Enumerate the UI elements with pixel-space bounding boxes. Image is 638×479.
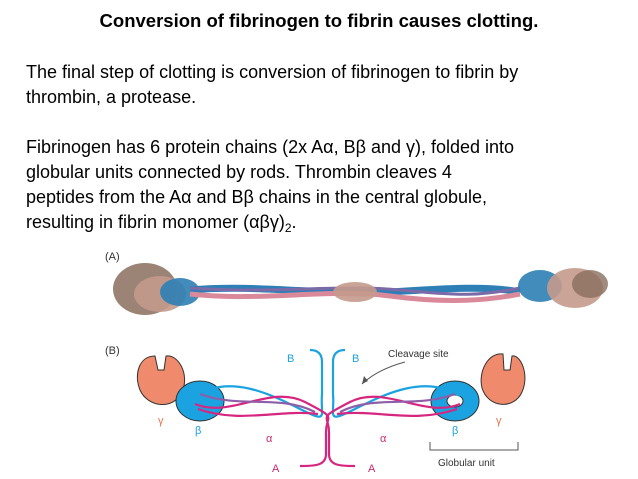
cleavage-arrowhead: [362, 376, 368, 384]
fibrinogen-diagram: (A) (B): [105, 251, 608, 475]
chain-lines: [194, 348, 461, 468]
intro-line-2: thrombin, a protease.: [26, 87, 197, 107]
panel-a-label: (A): [105, 251, 120, 263]
intro-line-1: The final step of clotting is conversion…: [26, 62, 519, 82]
label-alpha-left: α: [266, 433, 273, 445]
detail-paragraph: Fibrinogen has 6 protein chains (2x Aα, …: [26, 135, 616, 241]
detail-line-3: peptides from the Aα and Bβ chains in th…: [26, 187, 488, 207]
panel-b-label: (B): [105, 345, 120, 357]
label-beta-right: β: [452, 425, 458, 437]
intro-paragraph: The final step of clotting is conversion…: [26, 60, 616, 110]
gamma-globule-right: [480, 353, 526, 405]
label-a-left: A: [272, 463, 280, 475]
label-gamma-right: γ: [496, 415, 502, 427]
label-a-right: A: [368, 463, 376, 475]
label-alpha-right: α: [380, 433, 387, 445]
slide-title: Conversion of fibrinogen to fibrin cause…: [99, 10, 539, 31]
detail-line-1: Fibrinogen has 6 protein chains (2x Aα, …: [26, 137, 515, 157]
detail-line-4-end: .: [291, 212, 297, 232]
detail-line-4: resulting in fibrin monomer (αβγ)2.: [26, 210, 616, 241]
crystal-structure-image: [113, 263, 608, 315]
label-b-left: B: [287, 353, 294, 365]
globular-unit-label: Globular unit: [438, 458, 495, 469]
subscript-2: 2: [284, 221, 292, 235]
fibrinogen-figure: (A) (B): [100, 244, 630, 479]
cleavage-site-label: Cleavage site: [388, 349, 449, 360]
detail-line-4-text: resulting in fibrin monomer (αβγ): [26, 212, 285, 232]
cleavage-arrow: [361, 361, 406, 385]
globular-unit-bracket: [429, 442, 519, 451]
label-gamma-left: γ: [158, 415, 164, 427]
label-beta-left: β: [195, 425, 201, 437]
gamma-globule-left: [136, 355, 186, 405]
detail-line-2: globular units connected by rods. Thromb…: [26, 162, 452, 182]
label-b-right: B: [352, 353, 359, 365]
